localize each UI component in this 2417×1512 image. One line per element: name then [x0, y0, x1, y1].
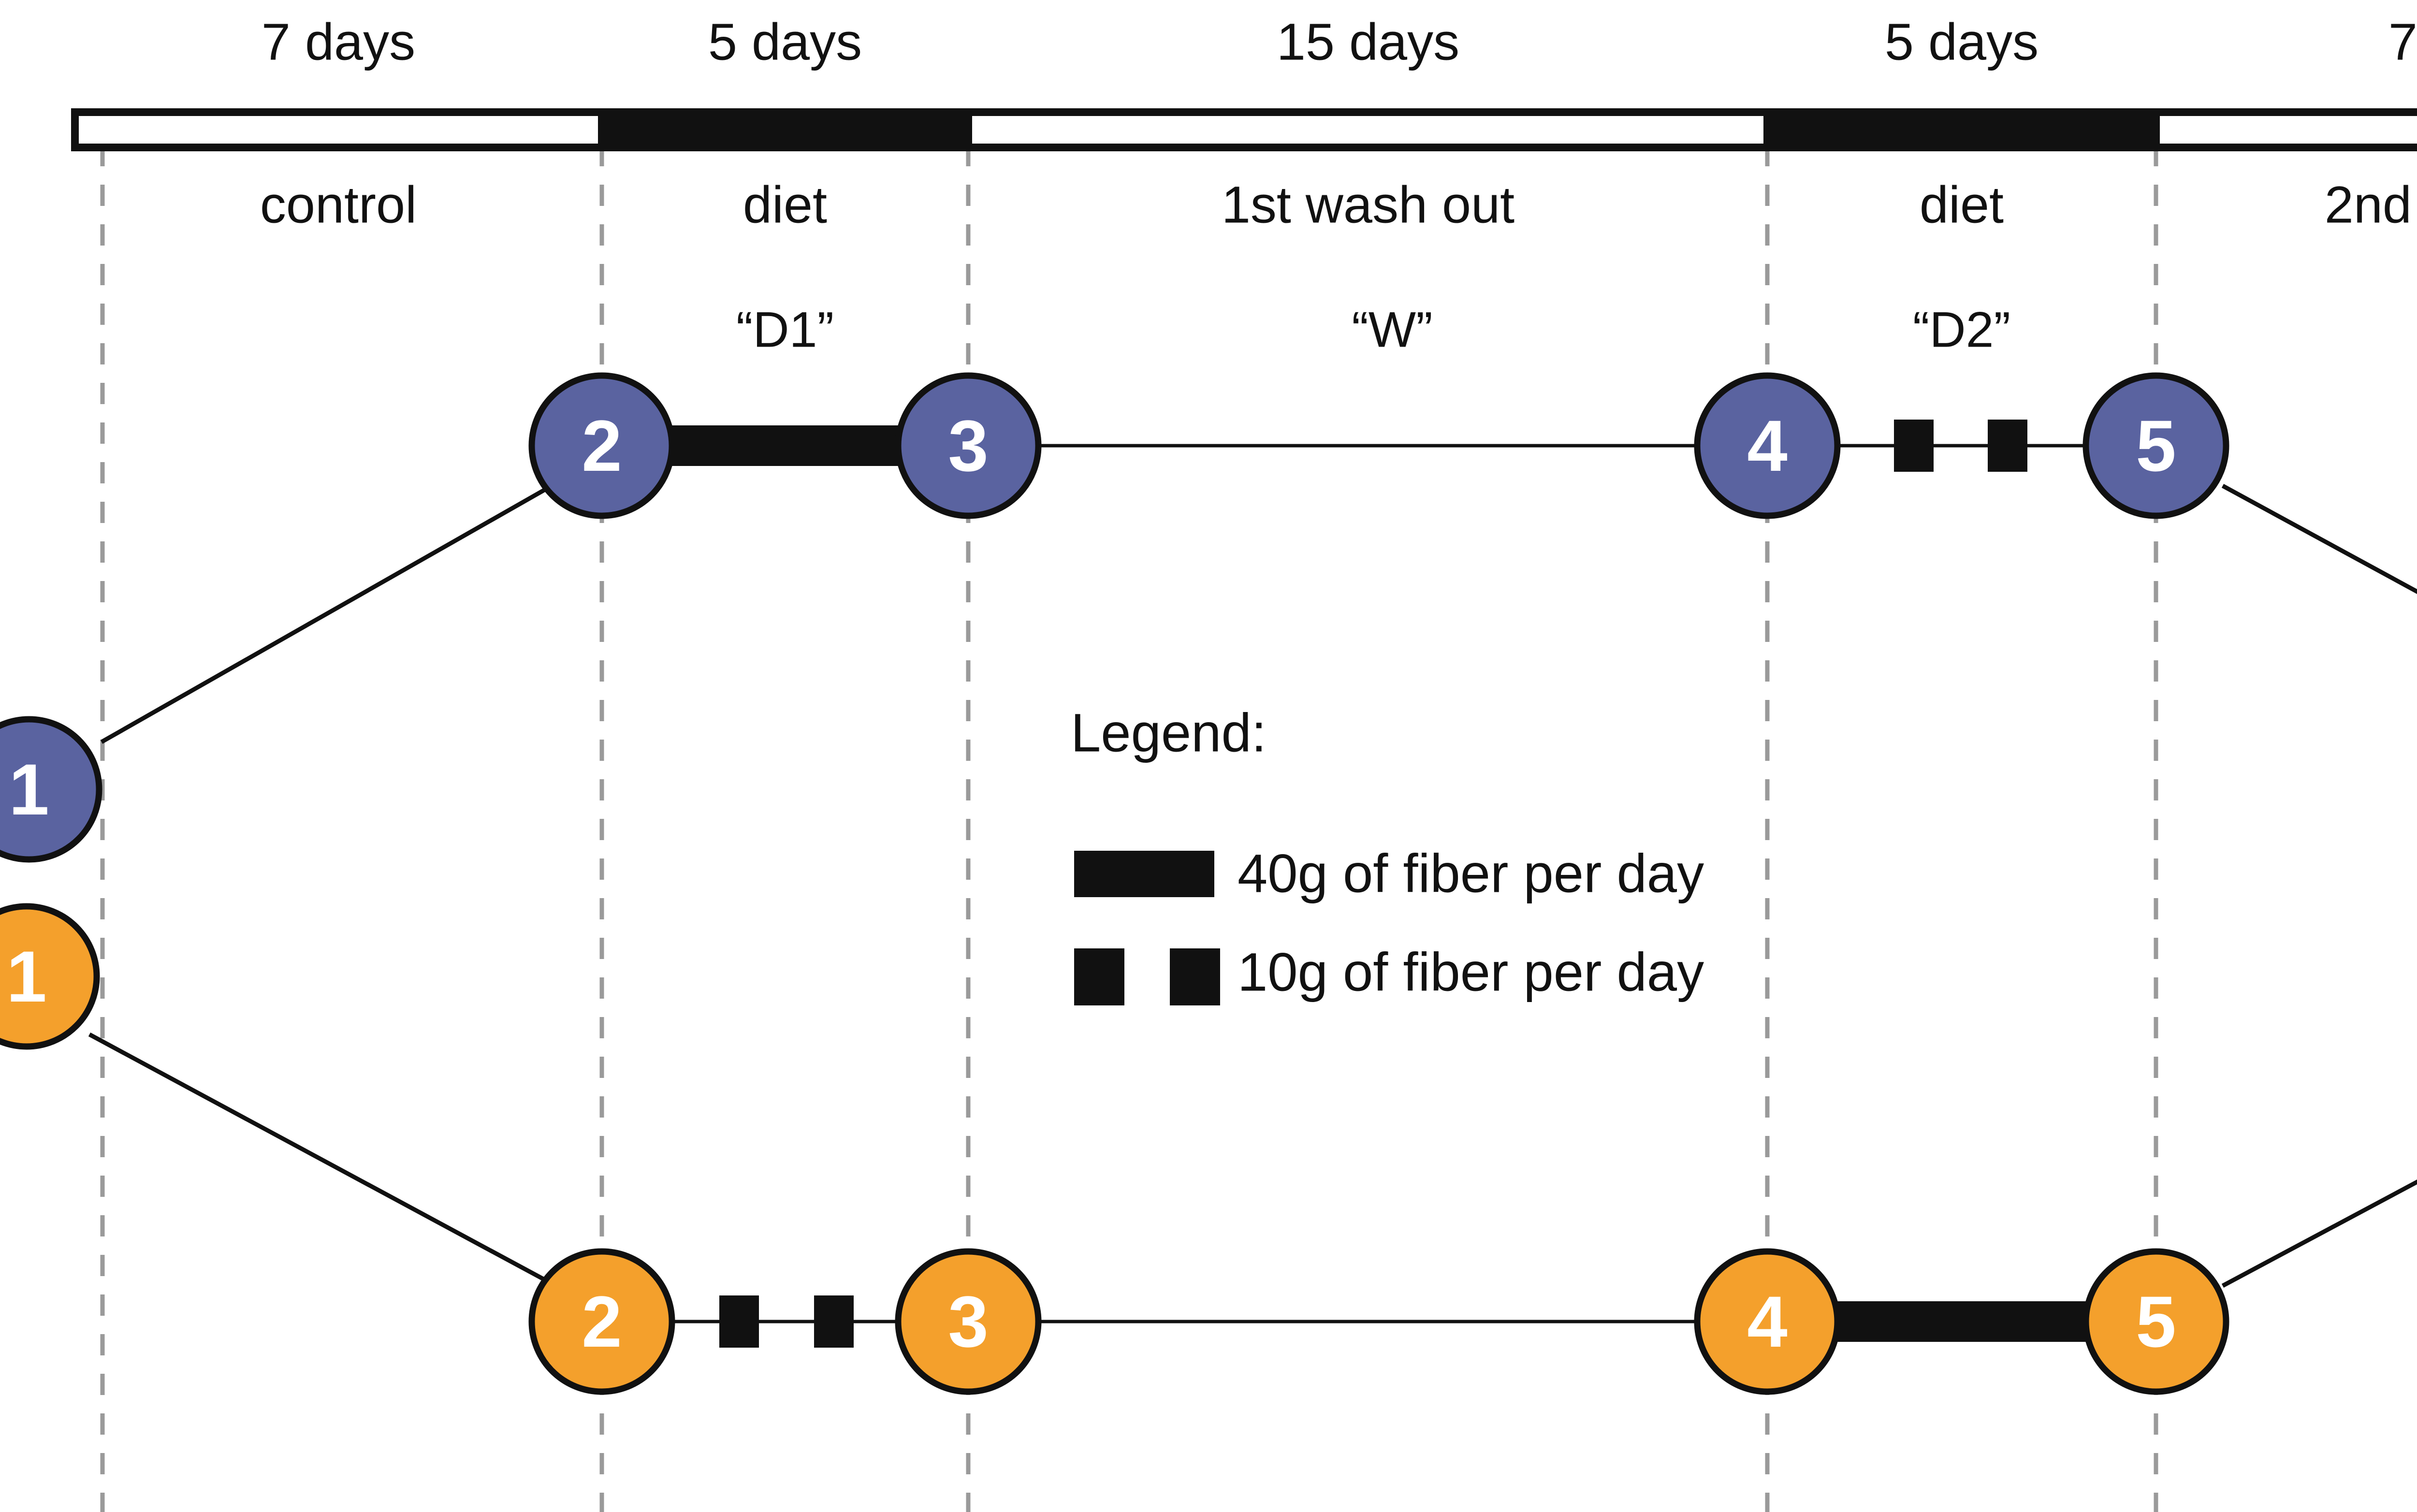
period-name-washout1: 1st wash out [1222, 175, 1514, 234]
arm-b-node-3[interactable]: 3 [895, 1248, 1042, 1395]
period-name-labels: control diet 1st wash out diet 2nd wash … [260, 175, 2417, 234]
arm-a-link-4-5-dash-1 [1894, 420, 1934, 472]
arm-a-node-1[interactable]: 1 [0, 716, 102, 863]
period-name-diet1: diet [743, 175, 827, 234]
arm-a-node-2[interactable]: 2 [528, 372, 675, 519]
legend-title: Legend: [1071, 703, 1267, 763]
arm-b-node-5-label: 5 [2136, 1281, 2176, 1362]
period-name-washout2: 2nd wash out [2325, 175, 2417, 234]
arm-b-node-5[interactable]: 5 [2082, 1248, 2229, 1395]
bar-segment-washout2 [2152, 108, 2417, 151]
duration-labels: 7 days 5 days 15 days 5 days 7 days [262, 13, 2417, 71]
arm-a-link-4-5-dash-2 [1988, 420, 2027, 472]
arm-a-node-4[interactable]: 4 [1694, 372, 1841, 519]
arm-a-node-4-label: 4 [1747, 405, 1787, 486]
arm-a-node-2-label: 2 [582, 405, 622, 486]
arm-a-link-5-6 [2221, 484, 2417, 594]
arm-b-link-1-2 [88, 1032, 557, 1288]
arm-a-group: 1 2 3 4 5 6 [0, 372, 2417, 863]
duration-label-control: 7 days [262, 13, 415, 71]
arm-b-link-4-5-solid [1832, 1301, 2093, 1342]
arm-a-node-3-circle[interactable] [895, 372, 1042, 519]
arm-b-node-4[interactable]: 4 [1694, 1248, 1841, 1395]
legend-swatch-dashed-icon-1 [1074, 948, 1124, 1005]
period-code-diet1: “D1” [736, 302, 834, 358]
arm-a-node-5-label: 5 [2136, 405, 2176, 486]
arm-b-node-1[interactable]: 1 [0, 903, 100, 1050]
duration-label-diet2: 5 days [1885, 13, 2038, 71]
arm-b-link-2-3-dash-2 [814, 1295, 854, 1348]
arm-b-node-2[interactable]: 2 [528, 1248, 675, 1395]
arm-b-link-5-6 [2221, 1179, 2417, 1288]
arm-a-node-1-label: 1 [9, 749, 49, 830]
arm-a-node-5[interactable]: 5 [2082, 372, 2229, 519]
arm-b-node-4-label: 4 [1747, 1281, 1787, 1362]
arm-b-node-3-label: 3 [948, 1281, 988, 1362]
arm-a-node-3[interactable]: 3 [895, 372, 1042, 519]
legend-label-low-fiber: 10g of fiber per day [1238, 942, 1704, 1003]
legend: Legend: 40g of fiber per day 10g of fibe… [1071, 703, 1704, 1005]
arm-a-node-4-circle[interactable] [1694, 372, 1841, 519]
period-code-diet2: “D2” [1913, 302, 2010, 358]
arm-a-node-1-circle[interactable] [0, 716, 102, 863]
guide-lines [100, 145, 2158, 1512]
arm-b-node-1-label: 1 [6, 936, 46, 1017]
arm-b-node-2-label: 2 [582, 1281, 622, 1362]
arm-a-node-3-label: 3 [948, 405, 988, 486]
timeline-bar [71, 108, 2417, 151]
arm-a-node-2-circle[interactable] [528, 372, 675, 519]
arm-b-node-1-circle[interactable] [0, 903, 100, 1050]
legend-entry-low-fiber: 10g of fiber per day [1074, 942, 1704, 1005]
arm-b-node-3-circle[interactable] [895, 1248, 1042, 1395]
period-name-diet2: diet [1920, 175, 2004, 234]
bar-segment-control [71, 108, 606, 151]
bar-segment-washout1 [964, 108, 1771, 151]
arm-a-node-5-circle[interactable] [2082, 372, 2229, 519]
arm-b-node-4-circle[interactable] [1694, 1248, 1841, 1395]
legend-swatch-solid-icon [1074, 851, 1214, 897]
arm-b-group: 1 2 3 4 5 6 [0, 903, 2417, 1395]
period-code-labels: “D1” “W” “D2” [736, 302, 2010, 358]
period-name-control: control [260, 175, 417, 234]
arm-b-node-5-circle[interactable] [2082, 1248, 2229, 1395]
arm-b-link-2-3-dash-1 [719, 1295, 759, 1348]
period-code-washout1: “W” [1352, 302, 1432, 358]
arm-a-link-2-3-solid [668, 425, 900, 466]
duration-label-washout2: 7 days [2388, 13, 2417, 71]
bar-segment-diet1 [602, 108, 968, 151]
legend-label-high-fiber: 40g of fiber per day [1238, 843, 1704, 904]
arm-b-node-2-circle[interactable] [528, 1248, 675, 1395]
bar-segment-diet2 [1767, 108, 2156, 151]
duration-label-diet1: 5 days [708, 13, 862, 71]
arm-a-link-1-2 [100, 481, 557, 744]
duration-label-washout1: 15 days [1277, 13, 1459, 71]
legend-entry-high-fiber: 40g of fiber per day [1074, 843, 1704, 904]
legend-swatch-dashed-icon-2 [1170, 948, 1220, 1005]
